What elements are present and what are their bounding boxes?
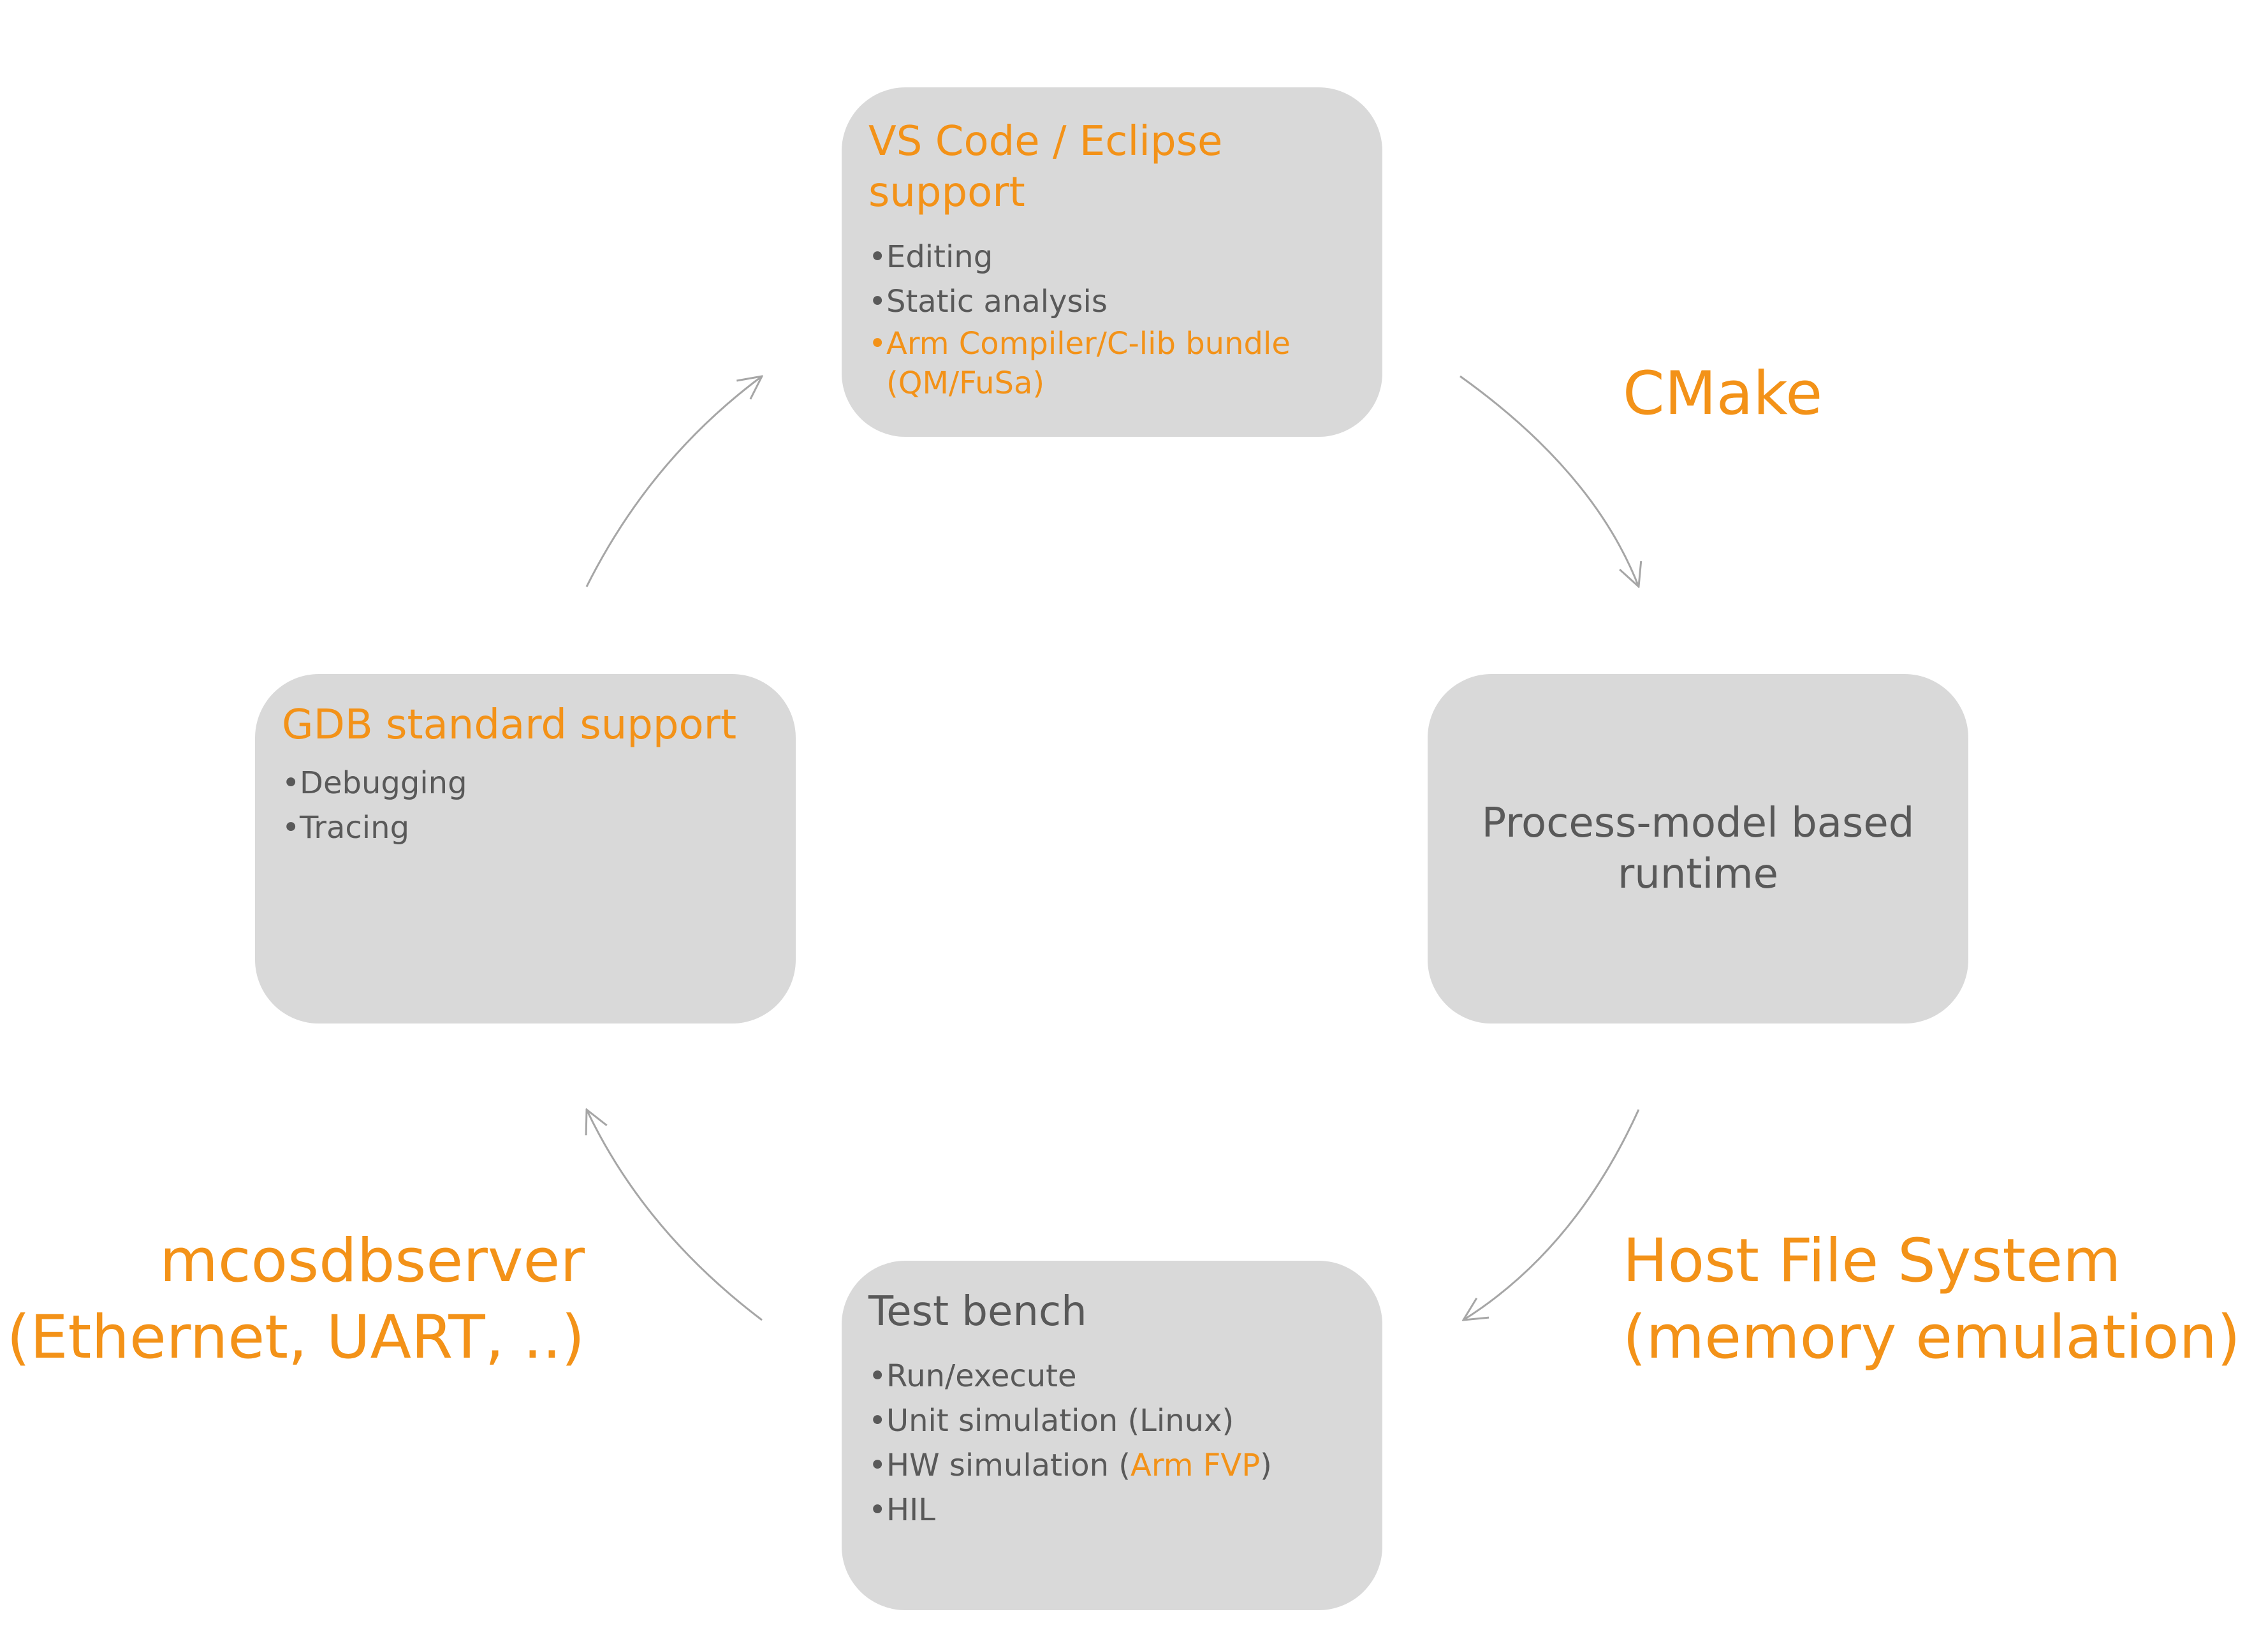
- label-mcosdbserver-line2: (Ethernet, UART, ..): [6, 1303, 585, 1372]
- card-test-bench: Test bench Run/execute Unit simulation (…: [842, 1261, 1382, 1610]
- card-gdb-support: GDB standard support Debugging Tracing: [255, 674, 796, 1024]
- list-item: Arm Compiler/C-lib bundle (QM/FuSa): [868, 324, 1357, 403]
- card-gdb-title: GDB standard support: [282, 701, 737, 749]
- card-vscode-eclipse: VS Code / Eclipse support Editing Static…: [842, 87, 1382, 437]
- arrow-right-to-bottom: [1463, 1109, 1640, 1320]
- label-mcosdbserver-line1: mcosdbserver: [159, 1226, 585, 1296]
- list-item: Debugging: [282, 761, 770, 805]
- card-test-bench-title: Test bench: [868, 1288, 1087, 1335]
- card-process-model: Process-model based runtime: [1428, 674, 1968, 1024]
- list-item: HIL: [868, 1488, 1357, 1532]
- list-item: HW simulation (Arm FVP): [868, 1443, 1357, 1488]
- arrow-left-to-top: [585, 376, 762, 587]
- list-item: Run/execute: [868, 1354, 1357, 1398]
- card-process-model-line1: Process-model based: [1481, 800, 1915, 847]
- list-item: Unit simulation (Linux): [868, 1398, 1357, 1443]
- arrow-bottom-to-left: [587, 1110, 763, 1321]
- arrow-top-to-right: [1460, 375, 1639, 587]
- label-host-file-system-line2: (memory emulation): [1623, 1303, 2241, 1372]
- list-item: Tracing: [282, 805, 770, 850]
- label-host-file-system: Host File System (memory emulation): [1623, 1223, 2241, 1376]
- card-gdb-list: Debugging Tracing: [282, 761, 770, 850]
- label-cmake: CMake: [1623, 359, 1823, 429]
- list-item: Editing: [868, 235, 1357, 279]
- label-mcosdbserver: mcosdbserver (Ethernet, UART, ..): [6, 1223, 585, 1376]
- label-host-file-system-line1: Host File System: [1623, 1226, 2121, 1296]
- card-vscode-list: Editing Static analysis Arm Compiler/C-l…: [868, 235, 1357, 403]
- card-test-bench-list: Run/execute Unit simulation (Linux) HW s…: [868, 1354, 1357, 1532]
- arm-fvp-highlight: Arm FVP: [1130, 1448, 1261, 1483]
- card-vscode-title: VS Code / Eclipse support: [868, 118, 1223, 216]
- card-process-model-line2: runtime: [1617, 851, 1779, 898]
- list-item: Static analysis: [868, 279, 1357, 324]
